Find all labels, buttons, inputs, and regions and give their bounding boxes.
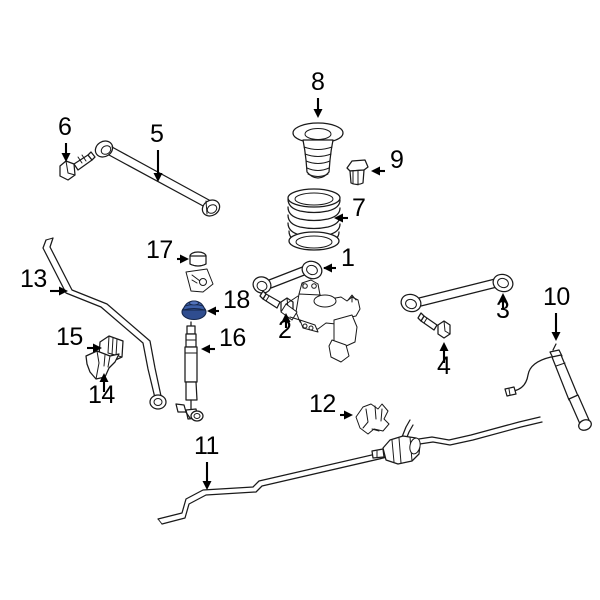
callout-label-8: 8 <box>311 68 325 96</box>
callout-label-9: 9 <box>390 146 404 174</box>
part-stabilizer-bar[interactable] <box>42 237 167 410</box>
leader-15 <box>87 343 102 353</box>
leader-7 <box>334 213 348 223</box>
part-lateral-control-arm[interactable] <box>399 272 515 314</box>
part-lateral-arm-bolt[interactable] <box>417 312 451 339</box>
part-coil-spring[interactable] <box>287 188 341 251</box>
part-track-bar-bolt[interactable] <box>59 151 96 181</box>
leader-11 <box>202 462 212 490</box>
part-spring-insulator-seat[interactable] <box>346 159 369 186</box>
part-shock-absorber-bushing-highlighted[interactable] <box>181 300 207 321</box>
leader-5 <box>153 150 163 182</box>
leader-1 <box>323 263 336 273</box>
callout-label-6: 6 <box>58 113 72 141</box>
callout-label-18: 18 <box>223 286 250 314</box>
stabilizer-actuator <box>371 435 421 465</box>
part-shock-absorber-front[interactable] <box>175 321 204 422</box>
leader-14 <box>99 373 109 392</box>
leader-10 <box>551 313 561 341</box>
leader-17 <box>177 254 189 264</box>
callout-label-10: 10 <box>543 283 570 311</box>
leader-4 <box>439 342 449 363</box>
leader-18 <box>207 306 219 316</box>
leader-9 <box>371 166 385 176</box>
leader-2 <box>281 313 291 328</box>
callout-label-3: 3 <box>496 296 510 324</box>
leader-8 <box>313 98 323 118</box>
callout-label-14: 14 <box>88 381 115 409</box>
part-rear-stabilizer-bar-lower[interactable] <box>157 416 543 525</box>
callout-label-1: 1 <box>341 244 355 272</box>
leader-13 <box>50 286 68 296</box>
callout-label-13: 13 <box>20 265 47 293</box>
part-upper-control-arm[interactable] <box>251 259 324 296</box>
part-jounce-bumper[interactable] <box>292 122 344 179</box>
callout-label-2: 2 <box>278 316 292 344</box>
part-stabilizer-bar-bracket[interactable] <box>85 350 120 380</box>
callout-label-16: 16 <box>219 324 246 352</box>
part-track-bar-lateral-rod[interactable] <box>92 138 222 219</box>
callout-label-11: 11 <box>194 432 219 460</box>
axle-knuckle-bracket <box>280 279 361 363</box>
callout-label-15: 15 <box>56 323 83 351</box>
callout-label-7: 7 <box>352 194 366 222</box>
shock-mount-plate <box>185 268 214 293</box>
callout-label-4: 4 <box>437 352 451 380</box>
leader-6 <box>61 143 71 162</box>
part-stabilizer-bracket[interactable] <box>355 403 390 435</box>
leader-16 <box>201 344 215 354</box>
callout-label-12: 12 <box>309 390 336 418</box>
part-shock-spacer-collar[interactable] <box>189 251 207 267</box>
part-rear-shock-absorber[interactable] <box>504 343 593 432</box>
leader-12 <box>340 410 353 420</box>
leader-3 <box>498 293 508 308</box>
callout-label-17: 17 <box>146 236 173 264</box>
callout-label-5: 5 <box>150 120 164 148</box>
